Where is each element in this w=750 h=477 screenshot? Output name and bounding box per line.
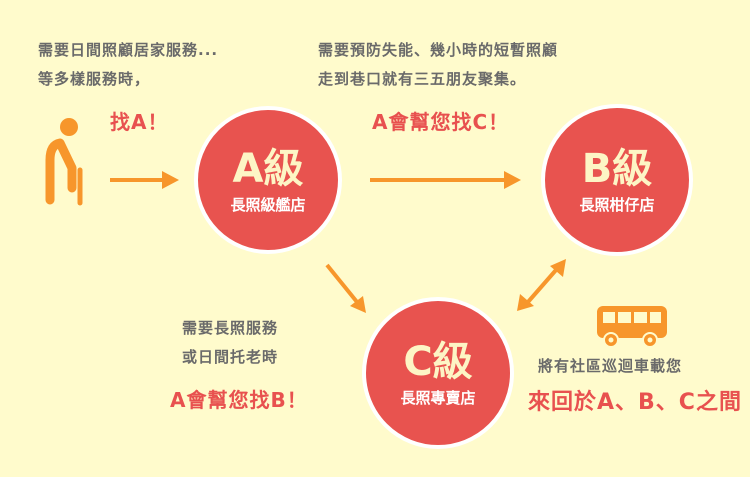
node-a-title: A級 [232, 145, 304, 192]
ac-text: 需要長照服務 或日間托老時 [182, 314, 278, 372]
arrow-a-to-c [325, 263, 366, 313]
intro-line2: 等多樣服務時， [38, 70, 151, 88]
elderly-person-icon [45, 118, 83, 206]
node-a: A級 長照級艦店 [194, 106, 342, 254]
a-finds-b-callout: A會幫您找B！ [170, 388, 308, 412]
node-c: C級 長照專賣店 [362, 297, 514, 449]
find-a-callout: 找A！ [110, 110, 169, 134]
node-a-subtitle: 長照級艦店 [230, 195, 306, 214]
ac-line1: 需要長照服務 [182, 319, 279, 337]
node-c-subtitle: 長照專賣店 [400, 388, 476, 407]
intro-text: 需要日間照顧居家服務... 等多樣服務時， [38, 36, 218, 94]
arrow-a-to-b [370, 171, 521, 189]
node-c-title: C級 [403, 338, 473, 385]
intro-line1: 需要日間照顧居家服務... [38, 41, 219, 59]
bus-route-callout: 來回於A、B、C之間 [528, 390, 742, 415]
bus-text: 將有社區巡迴車載您 [538, 357, 683, 375]
bus-icon [597, 306, 667, 348]
node-b-title: B級 [581, 145, 653, 192]
a-finds-c-callout: A會幫您找C！ [372, 110, 510, 134]
ac-line2: 或日間托老時 [182, 348, 279, 366]
arrow-person-to-a [110, 171, 179, 189]
ab-text: 需要預防失能、幾小時的短暫照顧 走到巷口就有三五朋友聚集。 [318, 36, 558, 94]
node-b-subtitle: 長照柑仔店 [579, 195, 655, 214]
ab-line1: 需要預防失能、幾小時的短暫照顧 [318, 41, 559, 59]
arrow-b-c-bidirectional [517, 259, 566, 311]
ab-line2: 走到巷口就有三五朋友聚集。 [318, 70, 527, 88]
node-b: B級 長照柑仔店 [541, 104, 693, 256]
